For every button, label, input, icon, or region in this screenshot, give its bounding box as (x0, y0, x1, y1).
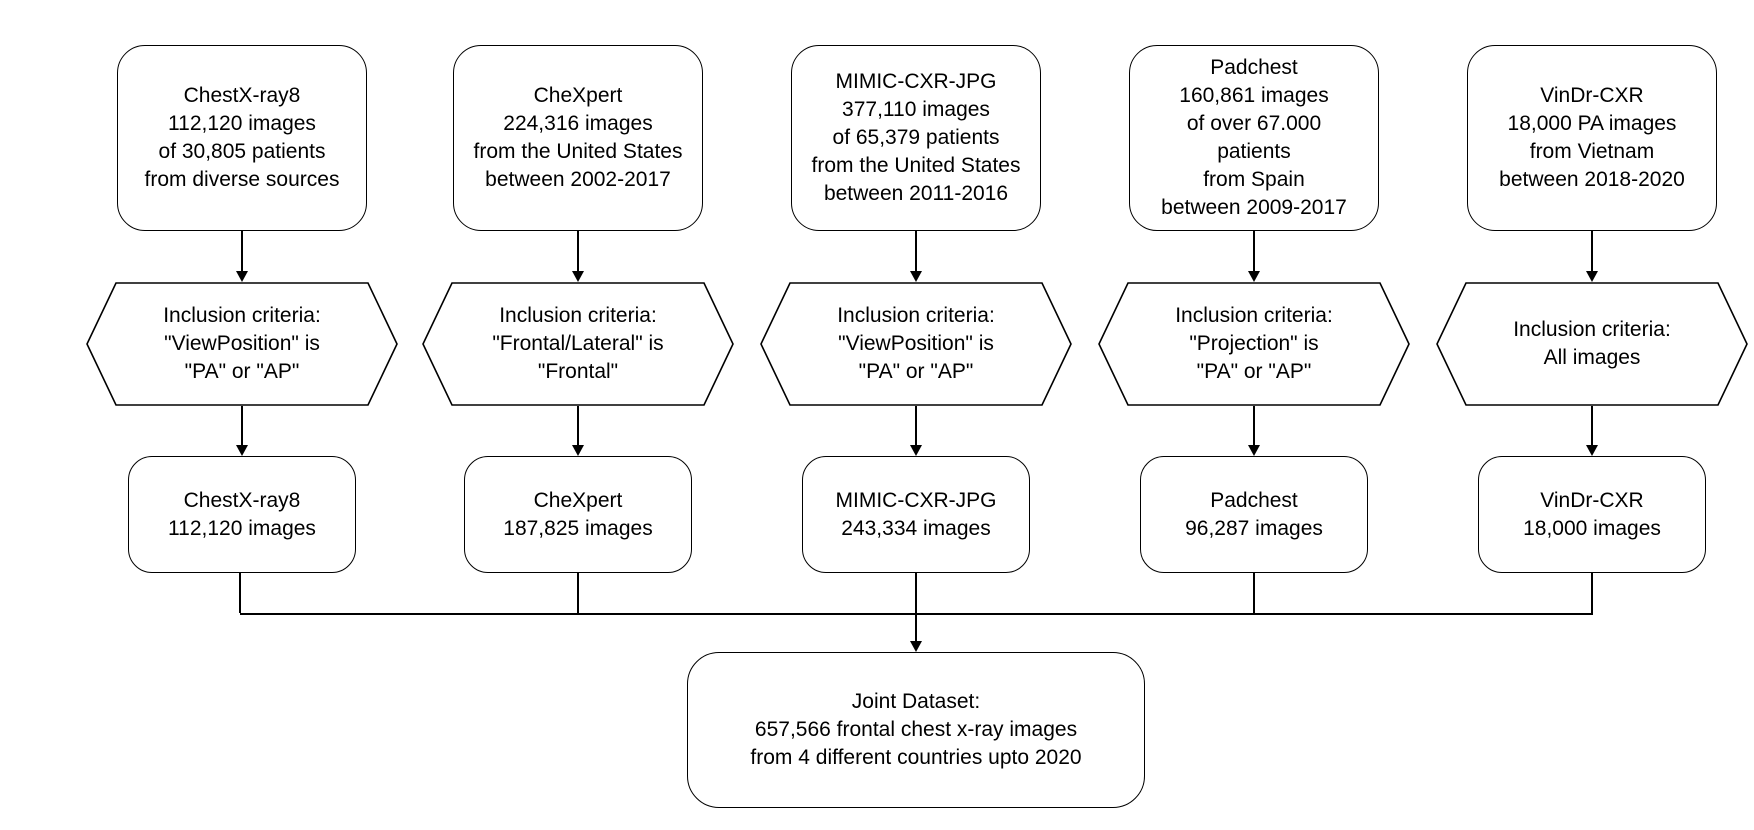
down-arrow-icon (236, 231, 248, 282)
connector-stub (239, 572, 241, 613)
inclusion-criteria-text: Inclusion criteria:"ViewPosition" is"PA"… (837, 304, 995, 383)
joint-dataset-text: Joint Dataset:657,566 frontal chest x-ra… (750, 690, 1082, 769)
down-arrow-icon (910, 406, 922, 456)
down-arrow-icon (1248, 231, 1260, 282)
down-arrow-icon (572, 406, 584, 456)
inclusion-criteria-text: Inclusion criteria:"ViewPosition" is"PA"… (163, 304, 321, 383)
inclusion-criteria-text: Inclusion criteria:All images (1513, 318, 1671, 369)
inclusion-criteria-text: Inclusion criteria:"Projection" is"PA" o… (1175, 304, 1333, 383)
inclusion-criteria-hexagon-mimic-cxr-jpg: Inclusion criteria:"ViewPosition" is"PA"… (760, 282, 1072, 406)
down-arrow-icon (236, 406, 248, 456)
connector-stub (1591, 572, 1593, 613)
down-arrow-icon (572, 231, 584, 282)
inclusion-criteria-hexagon-vindr-cxr: Inclusion criteria:All images (1436, 282, 1748, 406)
down-arrow-icon (910, 231, 922, 282)
connector-stub (577, 572, 579, 613)
inclusion-criteria-text: Inclusion criteria:"Frontal/Lateral" is"… (492, 304, 664, 383)
down-arrow-icon (910, 613, 922, 652)
down-arrow-icon (1586, 231, 1598, 282)
hexagon-shape (422, 282, 734, 406)
down-arrow-icon (1248, 406, 1260, 456)
down-arrow-icon (1586, 406, 1598, 456)
hexagon-shape (1098, 282, 1410, 406)
inclusion-criteria-hexagon-padchest: Inclusion criteria:"Projection" is"PA" o… (1098, 282, 1410, 406)
hexagon-shape (760, 282, 1072, 406)
hexagon-shape (1436, 282, 1748, 406)
inclusion-criteria-hexagon-chexpert: Inclusion criteria:"Frontal/Lateral" is"… (422, 282, 734, 406)
connector-stub (1253, 572, 1255, 613)
hexagon-shape (86, 282, 398, 406)
connector-stub (915, 572, 917, 613)
joint-dataset-box: Joint Dataset:657,566 frontal chest x-ra… (687, 652, 1145, 808)
inclusion-criteria-hexagon-chestx-ray8: Inclusion criteria:"ViewPosition" is"PA"… (86, 282, 398, 406)
